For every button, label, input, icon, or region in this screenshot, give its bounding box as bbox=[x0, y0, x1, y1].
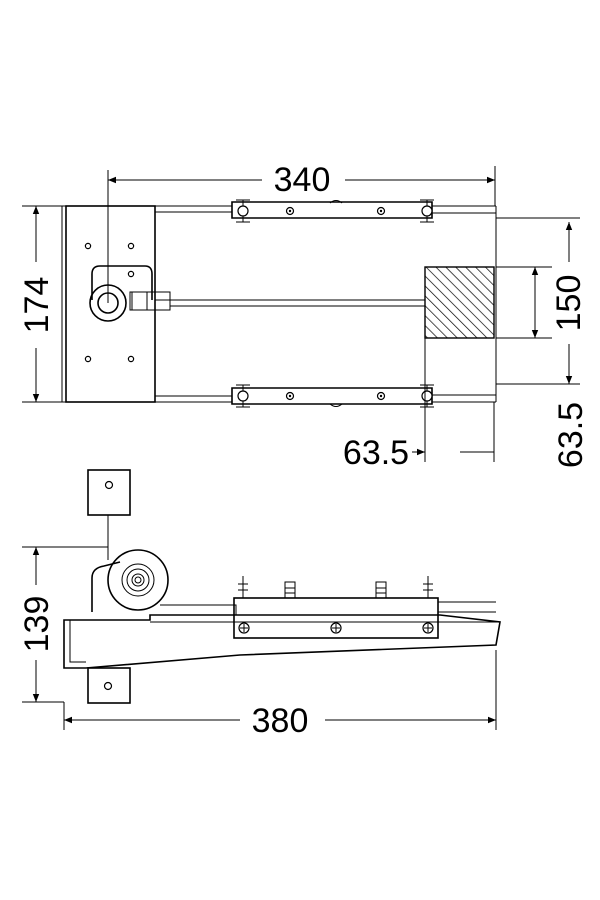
side-view: 139 380 bbox=[18, 469, 501, 740]
side-top-bracket bbox=[87, 469, 131, 516]
top-rail-lower bbox=[231, 387, 433, 405]
dim-block-height: 150 bbox=[550, 275, 588, 332]
top-view: 340 174 150 63.5 63.5 bbox=[18, 161, 590, 472]
side-roller-outer bbox=[107, 549, 169, 611]
dim-offset-horizontal: 63.5 bbox=[343, 434, 409, 472]
side-lower-mount bbox=[87, 667, 131, 704]
top-base-plate bbox=[65, 205, 156, 403]
top-rail-upper bbox=[231, 201, 433, 219]
pivot-bracket bbox=[91, 265, 153, 300]
hatched-block bbox=[424, 266, 495, 339]
side-clamp-plate bbox=[233, 597, 439, 639]
side-main-body bbox=[63, 614, 501, 669]
top-rail-bolts bbox=[236, 199, 434, 408]
dim-side-height: 139 bbox=[18, 596, 56, 653]
dim-offset-vertical: 63.5 bbox=[552, 402, 590, 468]
dim-top-height: 174 bbox=[18, 277, 56, 334]
dim-side-length: 380 bbox=[252, 702, 309, 740]
dim-top-width: 340 bbox=[274, 161, 331, 199]
